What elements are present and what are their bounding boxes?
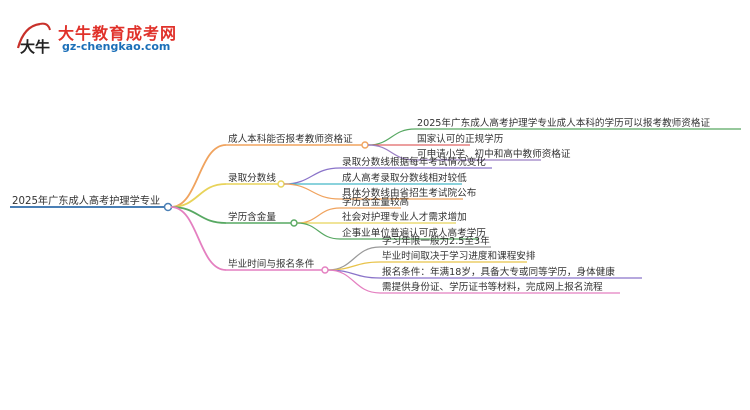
leaf-label: 国家认可的正规学历 (417, 133, 504, 145)
site-title: 大牛教育成考网 (58, 24, 178, 43)
leaf-label: 可申请小学、初中和高中教师资格证 (417, 148, 571, 160)
logo-glyph: 大牛 (20, 38, 50, 56)
branch-node-icon (361, 141, 369, 149)
leaf-connector (283, 183, 341, 200)
leaf-label: 学历含金量较高 (342, 196, 409, 208)
leaf-connector (367, 144, 416, 161)
leaf-label: 具体分数线由省招生考试院公布 (342, 187, 477, 199)
leaf-label: 需提供身份证、学历证书等材料，完成网上报名流程 (382, 281, 603, 293)
leaf-connector (327, 269, 381, 294)
site-url: gz-chengkao.com (62, 40, 171, 53)
branch-node-icon (290, 219, 298, 227)
leaf-connector (283, 167, 341, 185)
site-logo[interactable]: 大牛 大牛教育成考网 gz-chengkao.com (14, 16, 178, 58)
leaf-label: 录取分数线根据每年考试情况变化 (342, 156, 486, 168)
branch-connector (170, 206, 227, 224)
branch-label: 成人本科能否报考教师资格证 (228, 133, 353, 145)
branch-connector (170, 206, 227, 271)
root-label: 2025年广东成人高考护理学专业 (12, 194, 160, 207)
branch-label: 毕业时间与报名条件 (228, 258, 315, 270)
leaf-label: 2025年广东成人高考护理学专业成人本科的学历可以报考教师资格证 (417, 117, 710, 129)
root-node-icon (163, 202, 173, 212)
leaf-connector (296, 207, 341, 224)
leaf-label: 社会对护理专业人才需求增加 (342, 211, 467, 223)
leaf-label: 学习年限一般为2.5至3年 (382, 235, 490, 247)
branch-node-icon (321, 266, 329, 274)
leaf-label: 毕业时间取决于学习进度和课程安排 (382, 250, 536, 262)
leaf-label: 成人高考录取分数线相对较低 (342, 172, 467, 184)
branch-connector (170, 183, 227, 208)
logo-mark-icon: 大牛 (16, 22, 51, 56)
leaf-label: 企事业单位普遍认可成人高考学历 (342, 227, 486, 239)
branch-label: 学历含金量 (228, 211, 276, 223)
leaf-connector (296, 222, 341, 240)
branch-node-icon (277, 180, 285, 188)
leaf-label: 报名条件：年满18岁，具备大专或同等学历，身体健康 (382, 266, 615, 278)
leaf-connector (367, 128, 416, 146)
branch-label: 录取分数线 (228, 172, 276, 184)
branch-connector (170, 144, 227, 208)
